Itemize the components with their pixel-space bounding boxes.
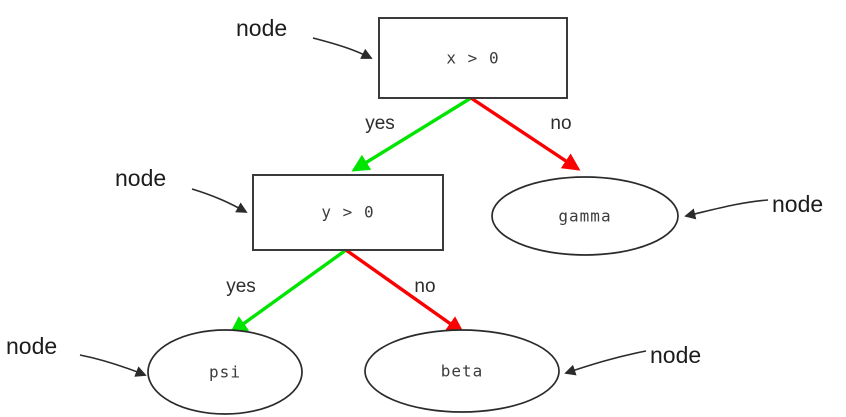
node-gamma-label: gamma [558,207,611,226]
annotation-gamma-leader [684,199,769,220]
edge-label-inner-yes: yes [226,276,256,297]
annotation-gamma: node [684,191,823,220]
edge-label-inner-no: no [414,276,435,297]
edge-label-root-no: no [550,113,571,134]
annotation-gamma-label: node [772,191,823,217]
annotation-psi-label: node [6,333,57,359]
annotation-beta: node [564,342,701,376]
edge-inner-yes [229,248,347,334]
annotation-inner-leader [191,188,248,213]
node-inner[interactable]: y > 0 [252,174,444,251]
edge-inner-no [345,248,465,334]
node-inner-label: y > 0 [321,203,374,222]
node-psi[interactable]: psi [147,329,303,415]
annotation-inner-label: node [115,165,166,191]
edge-root-no [470,96,581,171]
annotation-psi-leader [79,354,147,377]
annotation-inner: node [115,165,248,213]
annotation-root-label: node [236,15,287,41]
node-beta[interactable]: beta [364,329,560,413]
node-psi-label: psi [209,363,241,382]
annotation-beta-label: node [650,342,701,368]
node-root[interactable]: x > 0 [378,17,568,99]
annotation-root: node [236,15,373,59]
node-root-label: x > 0 [446,49,499,68]
annotation-beta-leader [564,350,647,376]
annotation-psi: node [6,333,147,377]
node-beta-label: beta [441,362,484,381]
edge-root-yes [351,96,472,172]
annotation-root-leader [312,37,373,59]
edge-label-root-yes: yes [365,113,395,134]
node-gamma[interactable]: gamma [491,176,679,256]
